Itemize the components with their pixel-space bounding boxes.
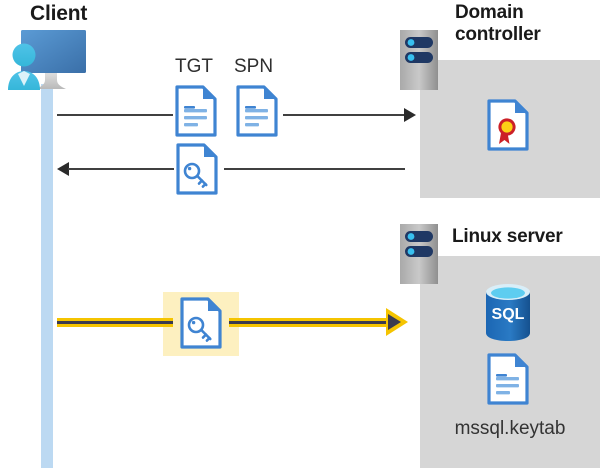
server-rack-icon-linux — [400, 224, 438, 284]
certificate-document-icon — [487, 99, 529, 151]
page-title-linux-server: Linux server — [452, 226, 563, 247]
arrowhead-return-to-client — [57, 162, 69, 176]
document-icon-tgt — [175, 85, 217, 137]
domain-controller-title-line1: Domain — [455, 2, 524, 23]
arrow-line-request-right — [283, 114, 405, 116]
page-title-domain-controller: Domain controller — [455, 2, 595, 46]
arrowhead-request-to-dc — [404, 108, 416, 122]
client-lifeline — [41, 84, 53, 468]
domain-controller-title-line2: controller — [455, 23, 541, 45]
yellow-arrow-inner-left — [57, 321, 173, 324]
keytab-filename-label: mssql.keytab — [454, 418, 566, 439]
arrow-line-request-left — [57, 114, 173, 116]
flow-label-tgt: TGT — [175, 56, 213, 77]
yellow-arrow-segment-left — [57, 318, 173, 327]
arrow-line-return-right — [224, 168, 405, 170]
key-document-icon-service-ticket — [176, 143, 218, 195]
yellow-arrow-segment-right — [229, 318, 388, 327]
key-document-icon-kerberos-ticket — [180, 296, 222, 350]
flow-label-spn: SPN — [234, 56, 274, 77]
yellow-arrowhead-inner — [388, 314, 401, 330]
document-icon-keytab — [487, 353, 529, 405]
arrow-line-return-left — [68, 168, 174, 170]
server-rack-icon-domain-controller — [400, 30, 438, 90]
yellow-arrow-inner-right — [229, 321, 388, 324]
page-title-client: Client — [30, 2, 88, 25]
document-icon-spn — [236, 85, 278, 137]
sql-database-icon: SQL — [481, 283, 535, 343]
sql-icon-label: SQL — [492, 306, 525, 323]
client-workstation-icon — [4, 26, 92, 94]
